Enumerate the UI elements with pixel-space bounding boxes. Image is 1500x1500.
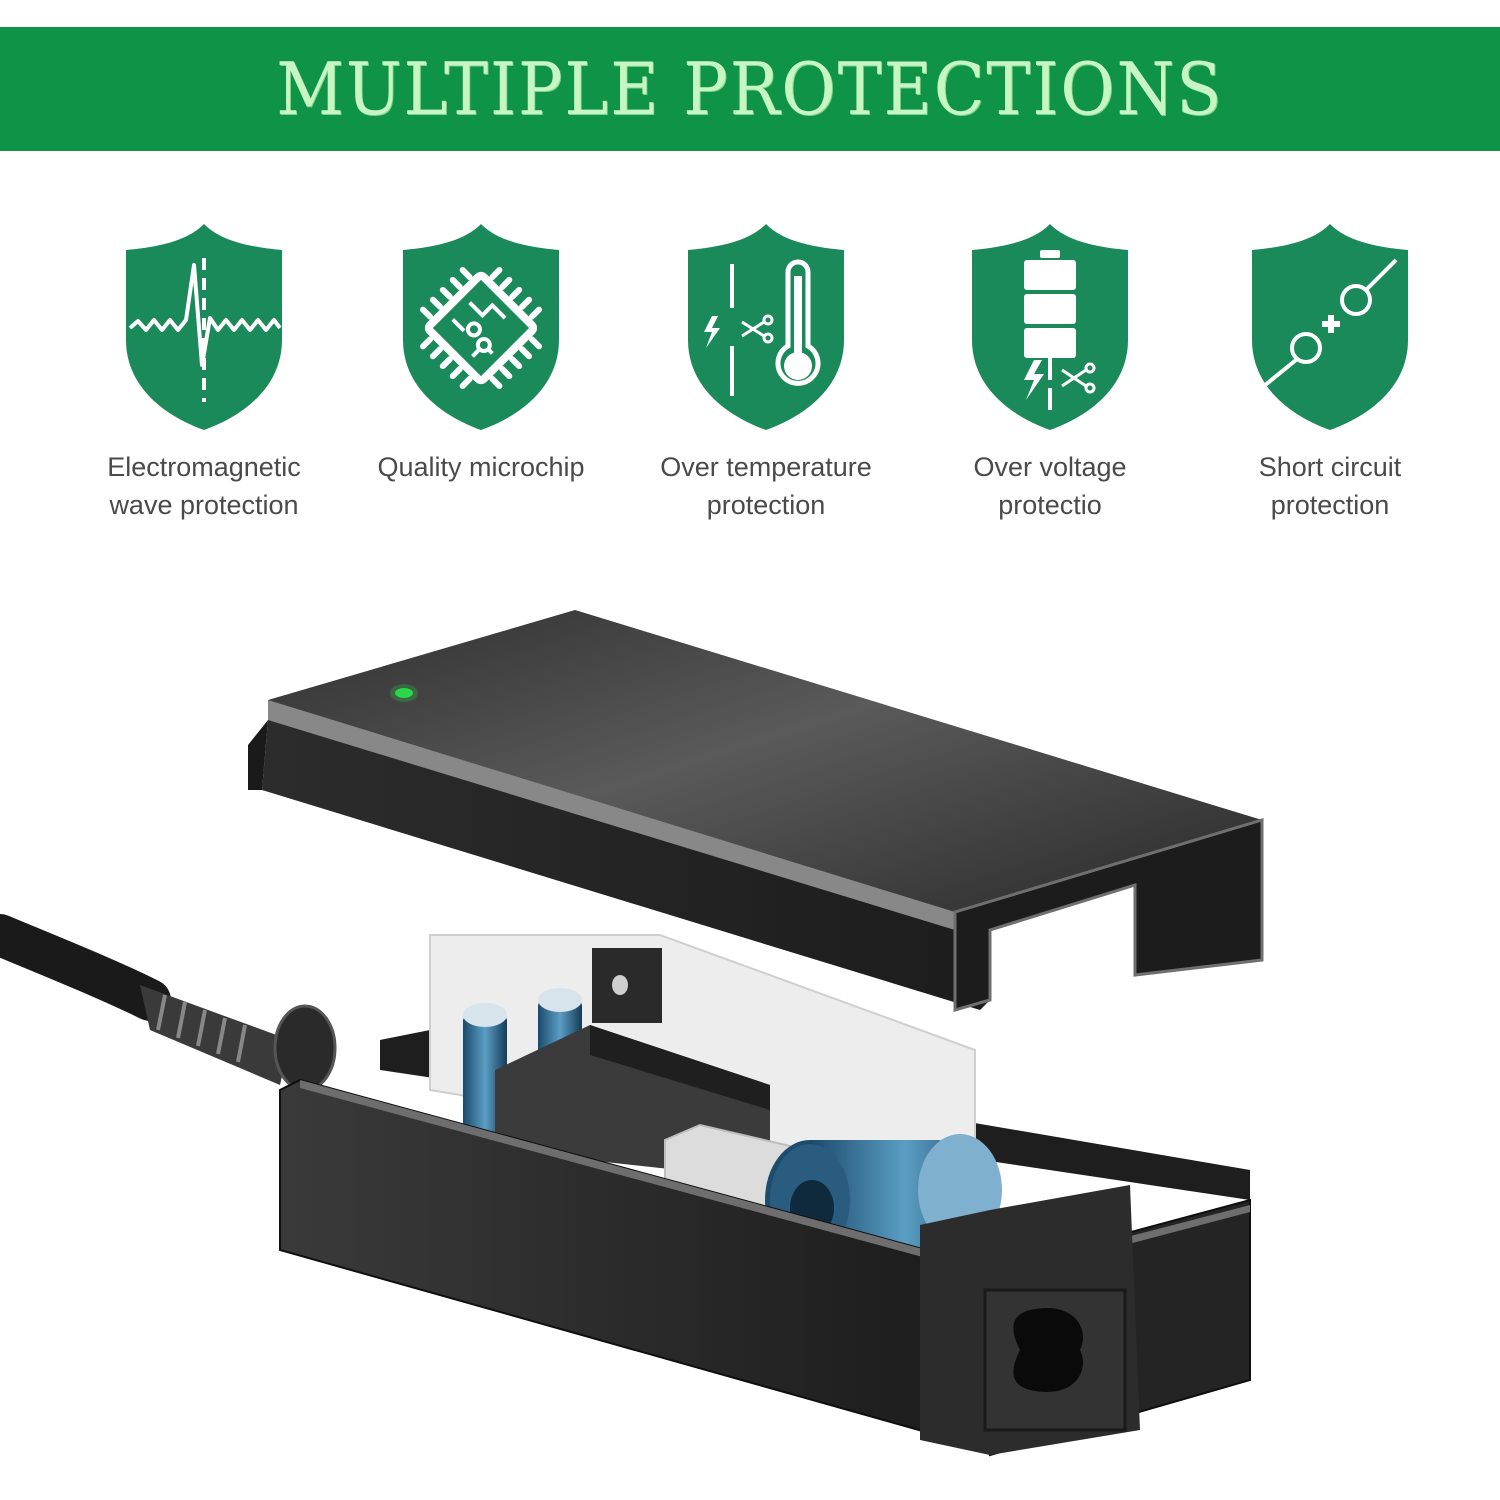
feature-label: Short circuit protection — [1258, 452, 1402, 520]
microchip-icon — [403, 224, 559, 430]
header-banner: MULTIPLE PROTECTIONS — [0, 27, 1500, 151]
power-adapter-illustration — [0, 610, 1264, 1457]
feature-over-voltage: Over voltage protectio — [908, 220, 1192, 524]
page-title: MULTIPLE PROTECTIONS — [276, 47, 1224, 131]
feature-microchip: Quality microchip — [339, 220, 623, 486]
feature-label: Quality microchip — [377, 452, 585, 482]
adapter-lid — [248, 610, 1264, 1012]
status-led — [395, 688, 413, 698]
feature-label: Over temperature protection — [660, 452, 872, 520]
feature-over-temperature: Over temperature protection — [624, 220, 908, 524]
feature-short-circuit: Short circuit protection — [1188, 220, 1472, 524]
thermometer-cutoff-icon — [688, 224, 844, 430]
battery-cutoff-icon — [972, 224, 1128, 430]
feature-label: Electromagnetic wave protection — [107, 452, 301, 520]
feature-emi: Electromagnetic wave protection — [62, 220, 346, 524]
feature-label: Over voltage protectio — [973, 452, 1127, 520]
short-circuit-icon — [1252, 224, 1408, 430]
features-row: Electromagnetic wave protection — [0, 220, 1500, 540]
cable-strain-relief — [140, 985, 337, 1092]
emi-wave-icon — [126, 224, 282, 430]
